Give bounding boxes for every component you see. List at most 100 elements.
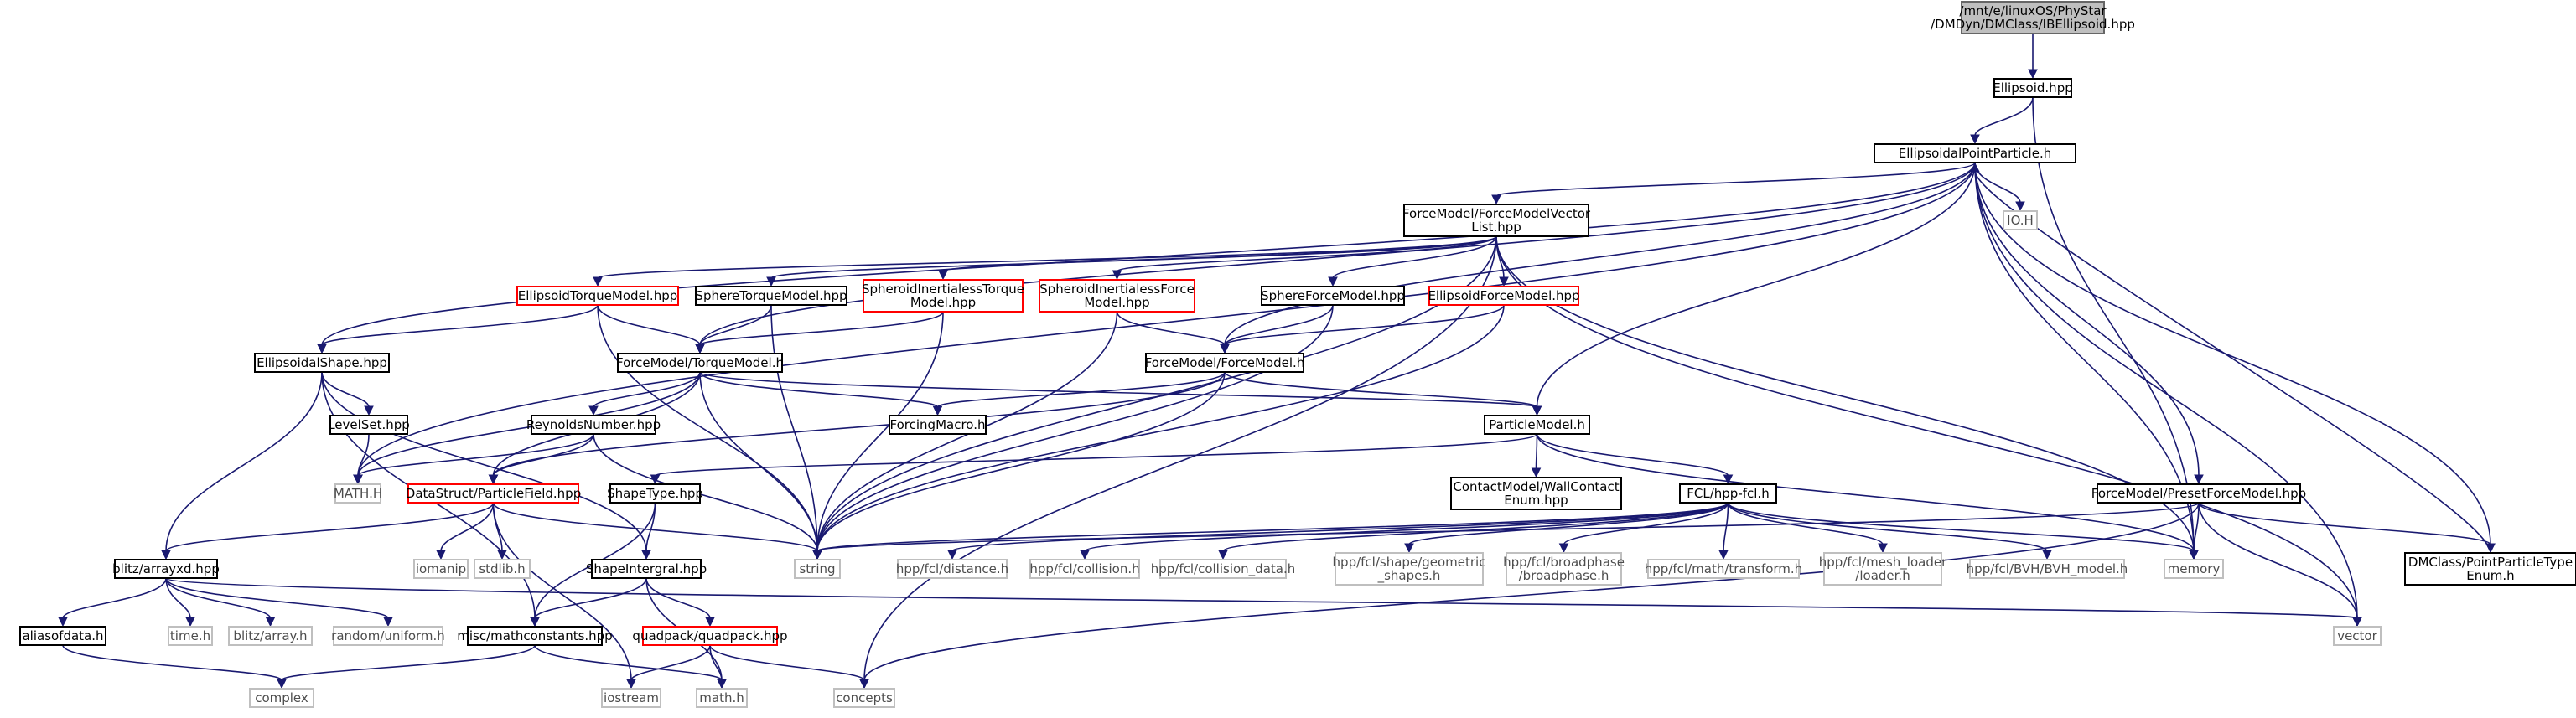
node-label: LevelSet.hpp: [328, 417, 410, 432]
node-aliasofdata[interactable]: aliasofdata.h: [19, 626, 106, 646]
node-reynolds-number[interactable]: ReynoldsNumber.hpp: [526, 415, 661, 435]
node-random-uniform: random/uniform.h: [331, 626, 445, 646]
node-ellipsoidal-shape[interactable]: EllipsoidalShape.hpp: [254, 353, 390, 373]
node-string: string: [794, 559, 841, 579]
node-fcl-collision-data: hpp/fcl/collision_data.h: [1151, 559, 1295, 579]
node-label: time.h: [170, 628, 210, 643]
node-ellipsoid-force-model[interactable]: EllipsoidForceModel.hpp: [1428, 286, 1580, 306]
node-shape-integral[interactable]: ShapeIntergral.hpp: [586, 559, 707, 579]
edge-fcl-to-fcl_geometric_shapes: [1404, 502, 1729, 554]
node-fcl-transform: hpp/fcl/math/transform.h: [1645, 559, 1802, 579]
edge-spheroid_inertialess_torque-to-torque_model: [695, 311, 944, 354]
edge-particle_field-to-iomanip: [436, 502, 495, 560]
node-label: MATH.H: [334, 486, 382, 501]
node-box: [617, 353, 783, 373]
node-box: [1039, 279, 1195, 313]
node-fcl[interactable]: FCL/hpp-fcl.h: [1679, 483, 1777, 504]
node-preset-force-model[interactable]: ForceModel/PresetForceModel.hpp: [2091, 483, 2306, 504]
node-label: /mnt/e/linuxOS/PhyStar: [1959, 3, 2107, 18]
node-box: [2164, 559, 2224, 579]
node-ellipsoidal-point-particle[interactable]: EllipsoidalPointParticle.h: [1874, 143, 2076, 163]
node-ellipsoid-torque-model[interactable]: EllipsoidTorqueModel.hpp: [516, 286, 679, 306]
node-label: List.hpp: [1471, 220, 1521, 235]
node-stdlib: stdlib.h: [474, 559, 531, 579]
edge-ellipsoidal_shape-to-blitz_arrayxd: [161, 371, 323, 560]
edge-preset_force_model-to-concepts: [859, 502, 2200, 690]
node-label: SpheroidInertialessForce: [1039, 282, 1195, 297]
node-label: Ellipsoid.hpp: [1993, 80, 2073, 96]
node-fcl-geometric-shapes: hpp/fcl/shape/geometric_shapes.h: [1333, 552, 1486, 586]
node-box: [1145, 353, 1304, 373]
node-label: math.h: [699, 690, 744, 705]
edge-blitz_arrayxd-to-random_uniform: [165, 577, 393, 628]
node-label: hpp/fcl/distance.h: [896, 561, 1008, 576]
node-box: [696, 688, 748, 708]
node-shape-type[interactable]: ShapeType.hpp: [607, 483, 703, 504]
node-label: /loader.h: [1855, 568, 1910, 583]
node-label: ContactModel/WallContact: [1453, 479, 1619, 494]
node-torque-model[interactable]: ForceModel/TorqueModel.h: [616, 353, 784, 373]
node-label: Enum.h: [2466, 568, 2514, 583]
node-box: [19, 626, 106, 646]
edge-fcl-to-fcl_collision: [1080, 502, 1729, 560]
node-force-model[interactable]: ForceModel/ForceModel.h: [1145, 353, 1305, 373]
node-label: ForcingMacro.h: [890, 417, 986, 432]
edge-force_model_vector_list-to-memory: [1495, 235, 2199, 560]
node-label: ForceModel/TorqueModel.h: [616, 355, 784, 370]
node-box: [1450, 477, 1622, 510]
node-math-h-upper: MATH.H: [334, 483, 382, 504]
node-forcing-macro[interactable]: ForcingMacro.h: [889, 415, 987, 435]
node-label: iostream: [604, 690, 659, 705]
node-quadpack[interactable]: quadpack/quadpack.hpp: [632, 626, 788, 646]
node-label: concepts: [836, 690, 893, 705]
edge-fcl-to-fcl_mesh_loader: [1727, 502, 1888, 554]
node-label: IO.H: [2007, 213, 2034, 228]
node-ellipsoid-hpp[interactable]: Ellipsoid.hpp: [1993, 78, 2073, 98]
edge-particle_type_enum-to-ellipsoidal_point_particle: [1970, 162, 2491, 554]
node-box: [1961, 1, 2105, 34]
node-label: EllipsoidalPointParticle.h: [1899, 146, 2051, 161]
node-fcl-bvh-model: hpp/fcl/BVH/BVH_model.h: [1967, 559, 2128, 579]
node-root[interactable]: /mnt/e/linuxOS/PhyStar/DMDyn/DMClass/IBE…: [1931, 1, 2135, 34]
node-mathconstants[interactable]: misc/mathconstants.hpp: [457, 626, 613, 646]
edge-ellipsoidal_point_particle-to-force_model_vector_list: [1491, 162, 1976, 205]
node-blitz-arrayxd[interactable]: blitz/arrayxd.hpp: [112, 559, 220, 579]
edge-preset_force_model-to-particle_type_enum: [2198, 502, 2496, 554]
file-nodes: /mnt/e/linuxOS/PhyStar/DMDyn/DMClass/IBE…: [19, 1, 2576, 708]
node-box: [1403, 204, 1589, 237]
node-sphere-torque-model[interactable]: SphereTorqueModel.hpp: [695, 286, 847, 306]
node-label: ForceModel/ForceModelVector: [1402, 206, 1591, 221]
node-complex: complex: [249, 688, 314, 708]
node-sphere-force-model[interactable]: SphereForceModel.hpp: [1261, 286, 1405, 306]
node-box: [334, 483, 381, 504]
node-box: [329, 415, 408, 435]
node-particle-field[interactable]: DataStruct/ParticleField.hpp: [406, 483, 581, 504]
node-levelset[interactable]: LevelSet.hpp: [328, 415, 410, 435]
edge-force_model_vector_list-to-sphere_torque_model: [766, 235, 1497, 287]
node-label: memory: [2168, 561, 2221, 576]
node-label: complex: [255, 690, 308, 705]
node-label: ShapeType.hpp: [607, 486, 703, 501]
edge-force_model_vector_list-to-ellipsoid_torque_model: [593, 235, 1497, 287]
edge-aliasofdata-to-complex: [62, 644, 287, 690]
node-label: quadpack/quadpack.hpp: [632, 628, 787, 643]
node-label: hpp/fcl/shape/geometric: [1333, 555, 1486, 570]
edge-reynolds_number-to-math_h_upper: [353, 433, 594, 485]
node-label: blitz/arrayxd.hpp: [112, 561, 220, 576]
node-label: blitz/array.h: [233, 628, 307, 643]
edge-reynolds_number-to-particle_field: [488, 433, 594, 485]
node-particle-model[interactable]: ParticleModel.h: [1484, 415, 1590, 435]
node-fcl-mesh-loader: hpp/fcl/mesh_loader/loader.h: [1819, 552, 1947, 586]
edge-ellipsoid_hpp-to-ellipsoidal_point_particle: [1970, 96, 2034, 145]
node-blitz-array: blitz/array.h: [228, 626, 313, 646]
node-box: [2333, 626, 2382, 646]
node-box: [1993, 78, 2072, 98]
edge-particle_field-to-blitz_arrayxd: [161, 502, 495, 560]
edge-force_model-to-string: [812, 371, 1226, 560]
node-label: Model.hpp: [1084, 295, 1149, 310]
